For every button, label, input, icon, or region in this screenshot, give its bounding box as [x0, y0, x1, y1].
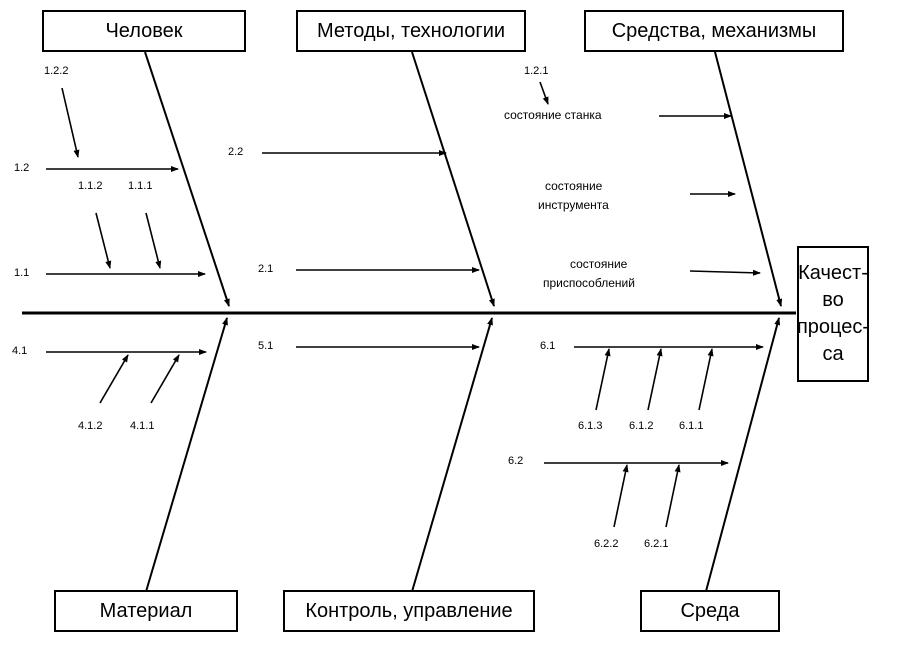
- cause-label-4-1-2: 4.1.2: [78, 420, 103, 432]
- arrow-6-2-2: [613, 464, 629, 528]
- arrow-6-1-2: [647, 348, 663, 411]
- cause-tool-state-line-1: состояние: [545, 179, 603, 193]
- category-environment-box: Среда: [640, 590, 780, 632]
- cause-label-1-2-1: 1.2.1: [524, 65, 549, 77]
- cause-label-6-2-2: 6.2.2: [594, 538, 619, 550]
- bone-environment: [704, 317, 781, 596]
- cause-fixture-state-line-1: состояние: [570, 257, 628, 271]
- cause-label-6-1: 6.1: [540, 340, 556, 352]
- bone-person: [144, 51, 230, 307]
- effect-line-4: са: [822, 343, 844, 365]
- cause-tool-state-line-2: инструмента: [538, 198, 609, 212]
- bone-means: [714, 51, 783, 307]
- effect-line-2: во: [822, 289, 844, 311]
- arrow-1-2-2: [61, 87, 80, 158]
- category-control-box: Контроль, управление: [283, 590, 535, 632]
- arrow-4-1-2: [99, 354, 129, 404]
- category-methods-box: Методы, технологии: [296, 10, 526, 52]
- arrow-1-2-1: [539, 81, 549, 105]
- effect-line-1: Качест-: [798, 262, 868, 284]
- cause-label-4-1-1: 4.1.1: [130, 420, 155, 432]
- cause-label-6-2-1: 6.2.1: [644, 538, 669, 550]
- cause-label-5-1: 5.1: [258, 340, 274, 352]
- effect-line-3: процес-: [796, 316, 870, 338]
- cause-fixture-state-line-2: приспособлений: [543, 276, 635, 290]
- cause-label-6-2: 6.2: [508, 455, 524, 467]
- arrow-6-1-3: [595, 348, 611, 411]
- cause-label-4-1: 4.1: [12, 345, 28, 357]
- cause-label-1-1-2: 1.1.2: [78, 180, 103, 192]
- cause-label-1-1: 1.1: [14, 267, 30, 279]
- category-means-box: Средства, механизмы: [584, 10, 844, 52]
- effect-box: Качест- во процес- са: [797, 246, 869, 382]
- category-material-box: Материал: [54, 590, 238, 632]
- category-person-box: Человек: [42, 10, 246, 52]
- bone-methods: [411, 51, 495, 307]
- arrow-6-2-1: [665, 464, 681, 528]
- cause-label-2-1: 2.1: [258, 263, 274, 275]
- cause-label-6-1-1: 6.1.1: [679, 420, 704, 432]
- cause-machine-state: состояние станка: [504, 108, 602, 122]
- arrow-1-1-1: [145, 212, 162, 269]
- arrow-1-1-2: [95, 212, 112, 269]
- cause-label-1-2-2: 1.2.2: [44, 65, 69, 77]
- bone-control: [410, 317, 493, 596]
- arrow-4-1-1: [150, 354, 180, 404]
- cause-label-6-1-2: 6.1.2: [629, 420, 654, 432]
- cause-label-1-1-1: 1.1.1: [128, 180, 153, 192]
- cause-label-6-1-3: 6.1.3: [578, 420, 603, 432]
- arrow-6-1-1: [698, 348, 714, 411]
- cause-label-1-2: 1.2: [14, 162, 30, 174]
- cause-label-2-2: 2.2: [228, 146, 244, 158]
- arrow-fixture-state: [689, 269, 761, 276]
- bone-material: [144, 317, 228, 596]
